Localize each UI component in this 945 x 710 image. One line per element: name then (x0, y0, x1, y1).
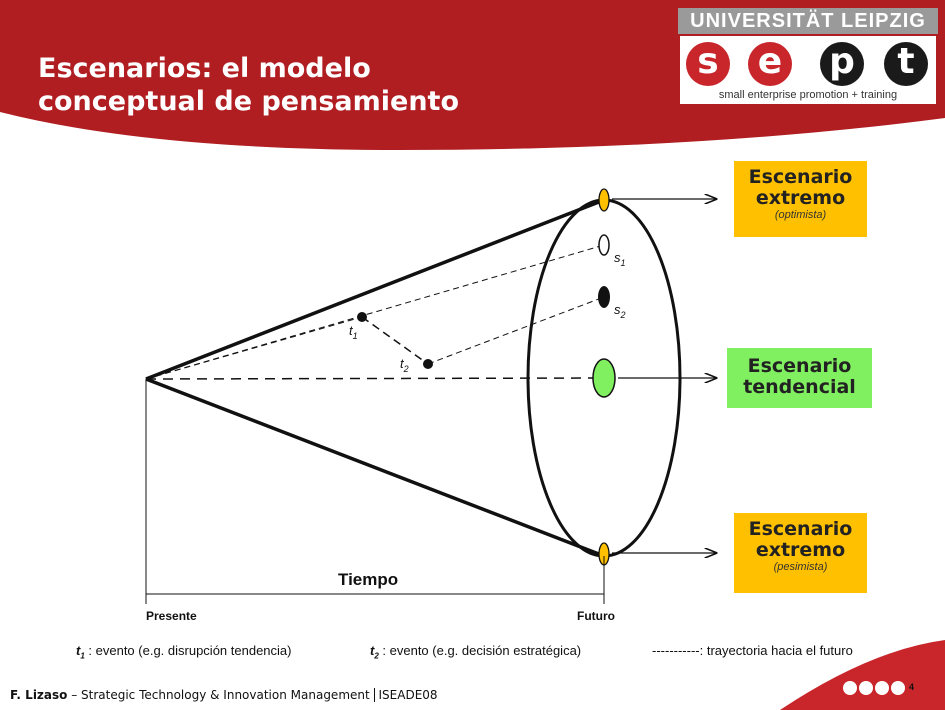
s2-point (598, 286, 610, 308)
scenario-optimistic-subtitle: (optimista) (774, 209, 827, 221)
path-t2-s2 (427, 296, 605, 365)
logo-letter-t: t (884, 42, 928, 86)
time-label: Tiempo (338, 570, 399, 589)
future-label: Futuro (577, 609, 615, 623)
title-line-1: Escenarios: el modelo (38, 53, 371, 84)
sept-logo: s e p t small enterprise promotion + tra… (678, 34, 938, 106)
s1-label: s1 (614, 250, 626, 268)
scenario-pessimistic-title-2: extremo (755, 539, 846, 561)
footer-dot-2 (859, 681, 873, 695)
scenario-trend-title-2: tendencial (743, 376, 856, 398)
path-to-t1 (145, 316, 363, 380)
scenario-box-trend: Escenario tendencial (727, 348, 872, 408)
legend-t1-text: : evento (e.g. disrupción tendencia) (84, 643, 292, 658)
legend-t1-symbol: t (76, 643, 81, 658)
legend-t1-sub: 1 (80, 651, 85, 661)
legend-path: -----------: trayectoria hacia el futuro (652, 643, 853, 658)
page-number: 4 (909, 682, 914, 692)
logo-letter-e: e (748, 42, 792, 86)
footer-dot-3 (875, 681, 889, 695)
legend-t2: t2 : evento (e.g. decisión estratégica) (370, 643, 581, 661)
path-t1-t2 (361, 316, 429, 365)
optimistic-point (598, 188, 610, 212)
present-label: Presente (146, 609, 197, 623)
logo-letter-p: p (820, 42, 864, 86)
scenario-optimistic-title-2: extremo (755, 187, 846, 209)
footer-dot-1 (843, 681, 857, 695)
s1-point (598, 234, 610, 256)
title-line-2: conceptual de pensamiento (38, 86, 459, 117)
scenario-pessimistic-subtitle: (pesimista) (773, 561, 828, 573)
t2-label: t2 (400, 356, 409, 374)
s2-label: s2 (614, 302, 626, 320)
page-title: Escenarios: el modelo conceptual de pens… (38, 52, 459, 118)
trend-point (592, 358, 616, 398)
logo-letter-s: s (686, 42, 730, 86)
cone-upper-edge (145, 198, 605, 381)
scenario-box-optimistic: Escenario extremo (optimista) (734, 161, 867, 237)
legend-t2-symbol: t (370, 643, 375, 658)
cone-lower-edge (145, 377, 605, 558)
legend-t1: t1 : evento (e.g. disrupción tendencia) (76, 643, 291, 661)
event-t1-dot (357, 312, 367, 322)
t1-label: t1 (349, 323, 358, 341)
footer-swoosh (780, 640, 945, 710)
scenario-trend-title-1: Escenario (747, 355, 852, 377)
legend-t2-text: : evento (e.g. decisión estratégica) (378, 643, 582, 658)
scenario-optimistic-title-1: Escenario (748, 166, 853, 188)
footer-author: F. Lizaso (10, 688, 68, 702)
trend-path (145, 377, 605, 380)
scenario-box-pessimistic: Escenario extremo (pesimista) (734, 513, 867, 593)
footer-dot-4 (891, 681, 905, 695)
event-t2-dot (423, 359, 433, 369)
scenario-pessimistic-title-1: Escenario (748, 518, 853, 540)
logo-tagline: small enterprise promotion + training (718, 89, 898, 101)
footer-event: ISEADE08 (373, 688, 438, 702)
university-logo-text: UNIVERSITÄT LEIPZIG (678, 8, 938, 34)
footer-credit: F. Lizaso – Strategic Technology & Innov… (10, 688, 438, 702)
footer-course: – Strategic Technology & Innovation Mana… (67, 688, 374, 702)
legend-t2-sub: 2 (374, 651, 379, 661)
